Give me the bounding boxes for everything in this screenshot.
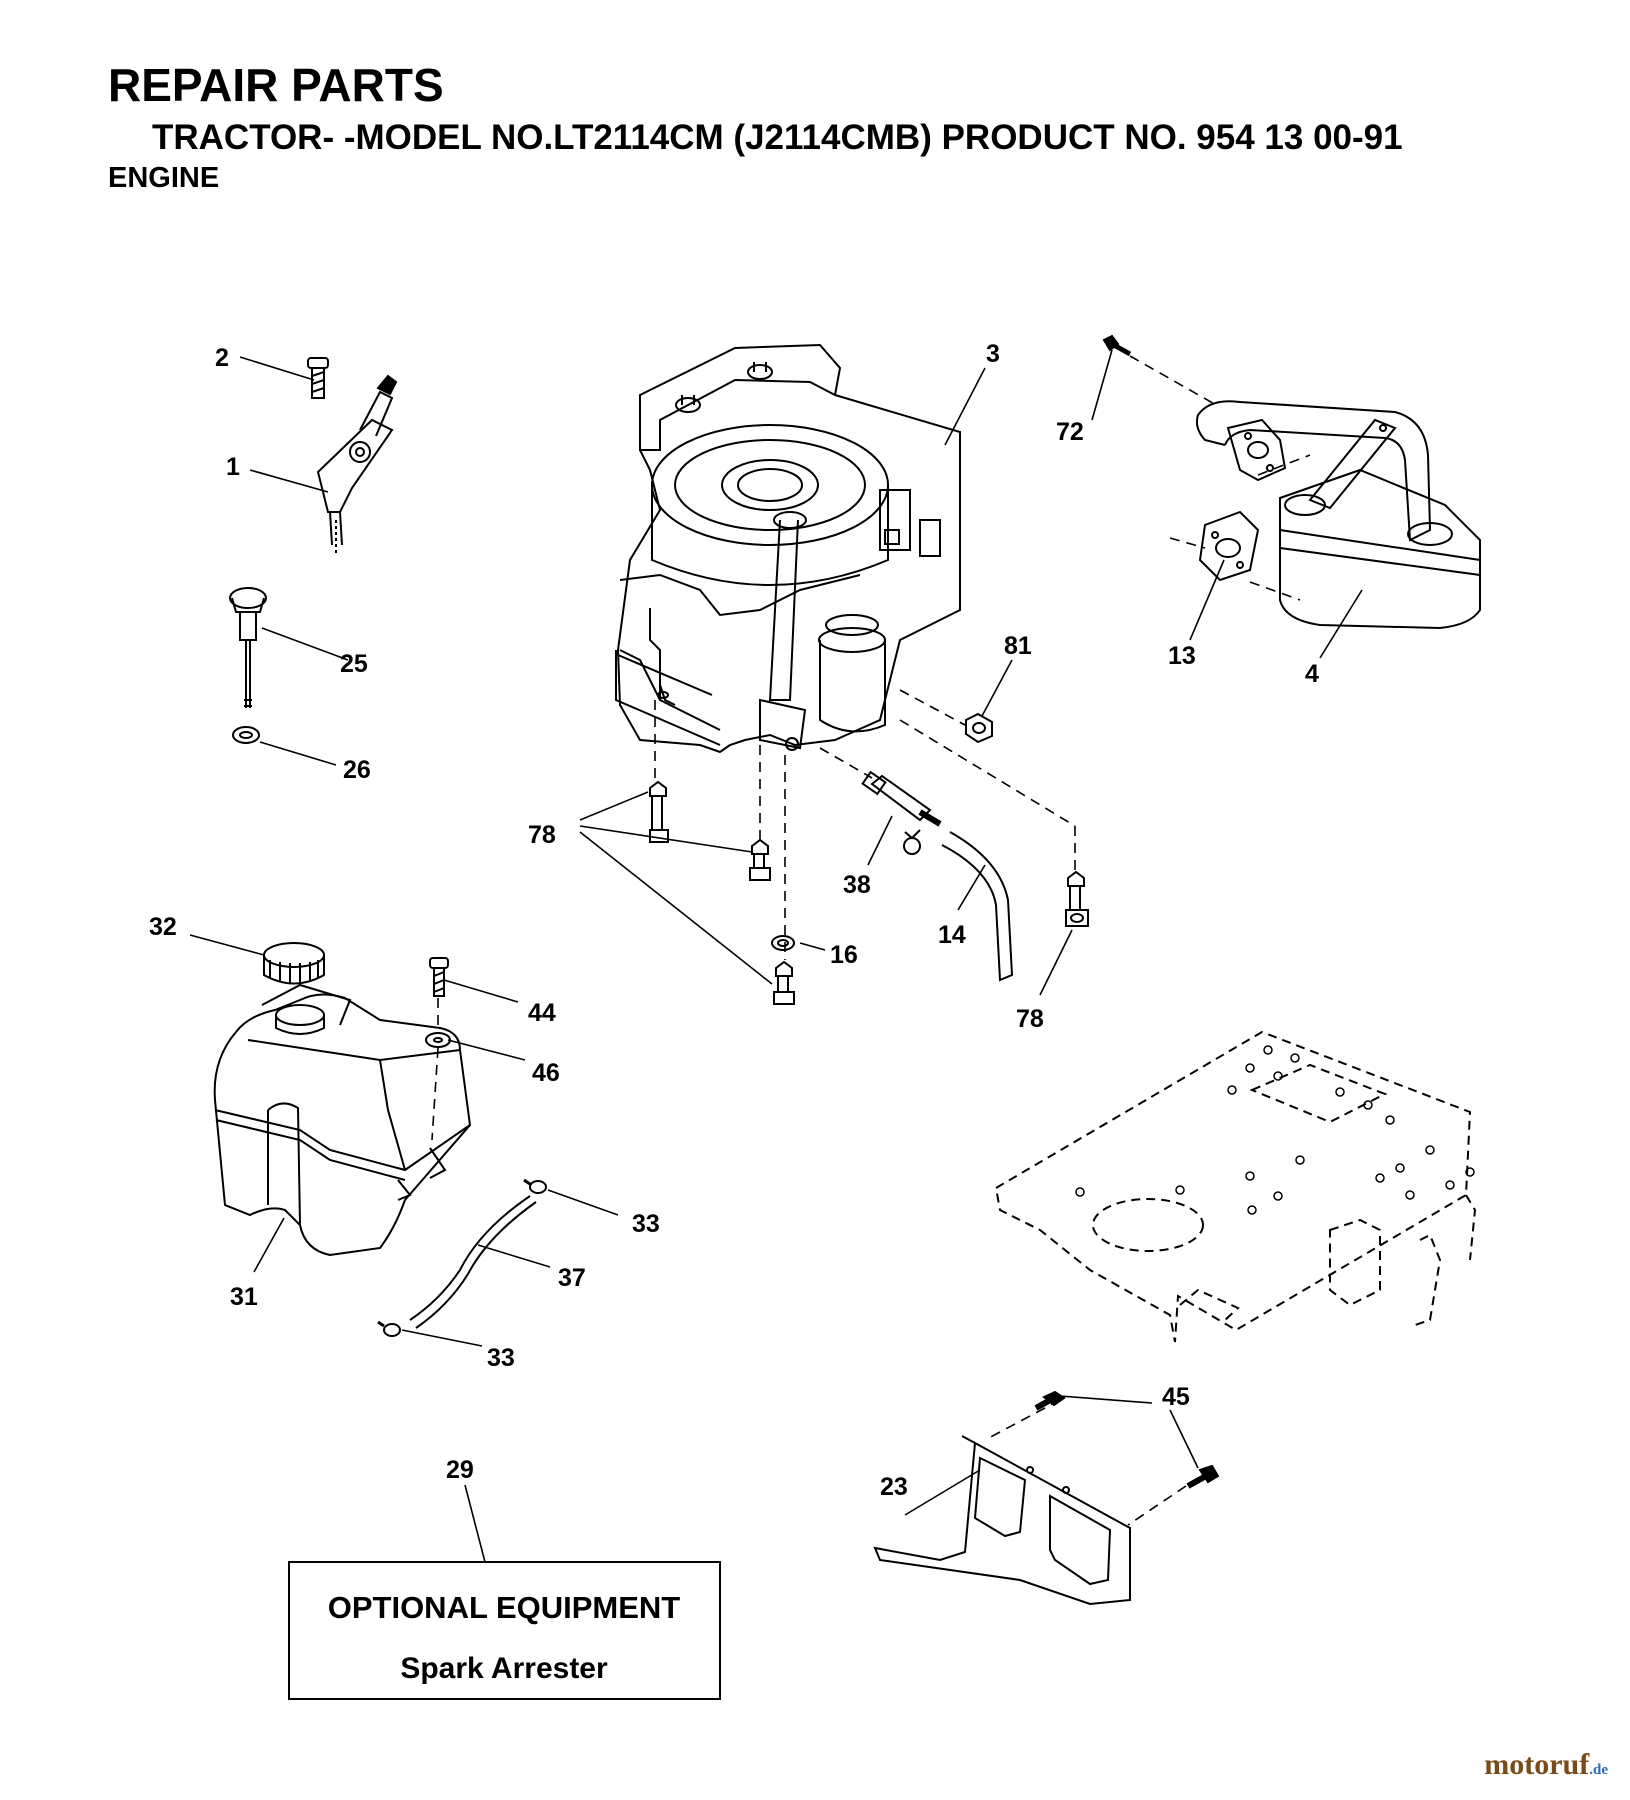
bolt-part: [773, 960, 795, 1005]
dipstick-part: [229, 587, 267, 708]
callout-14: 14: [938, 921, 966, 949]
callout-81: 81: [1004, 632, 1032, 660]
callout-1: 1: [226, 453, 240, 481]
watermark-suffix: .de: [1589, 1762, 1608, 1778]
callout-16: 16: [830, 941, 858, 969]
heat-shield-part: [873, 1435, 1131, 1606]
hose-clamp-part: [377, 1320, 401, 1337]
screw-part: [1034, 1390, 1066, 1411]
lock-washer-part: [771, 935, 795, 951]
nut-part: [965, 712, 993, 744]
fuel-hose-part: [941, 831, 1014, 982]
fuel-fitting-part: [861, 770, 942, 855]
frame-holes: [1075, 1045, 1475, 1215]
screw-part: [429, 957, 449, 997]
callout-31: 31: [230, 1283, 258, 1311]
callout-72: 72: [1056, 418, 1084, 446]
watermark-brand: motoruf: [1484, 1748, 1590, 1781]
watermark-logo: motoruf.de: [1484, 1748, 1608, 1782]
callout-3: 3: [986, 340, 1000, 368]
callout-2: 2: [215, 344, 229, 372]
callout-23: 23: [880, 1473, 908, 1501]
section-label: ENGINE: [108, 162, 220, 194]
muffler-assembly: [1102, 334, 1481, 630]
callout-25: 25: [340, 650, 368, 678]
optional-equipment-item: Spark Arrester: [400, 1652, 608, 1685]
page-subtitle: TRACTOR- -MODEL NO.LT2114CM (J2114CMB) P…: [152, 118, 1403, 157]
callout-44: 44: [528, 999, 556, 1027]
assembly-lines: [431, 355, 1311, 1526]
callout-33: 33: [632, 1210, 660, 1238]
callout-78: 78: [528, 821, 556, 849]
hose-clamp-part: [523, 1178, 547, 1194]
washer-part: [425, 1032, 451, 1048]
callout-labels: 2 1 25 26 3 72 13 4 81 78 38 14 16 78 32…: [149, 340, 1319, 1501]
fuel-cap-part: [263, 942, 325, 985]
callout-33: 33: [487, 1344, 515, 1372]
page-title: REPAIR PARTS: [108, 59, 444, 111]
leader-lines: [189, 349, 1363, 1563]
callout-26: 26: [343, 756, 371, 784]
throttle-control-part: [316, 374, 398, 555]
screw-part: [1186, 1464, 1220, 1489]
callout-29: 29: [446, 1456, 474, 1484]
seal-part: [232, 726, 260, 744]
callout-38: 38: [843, 871, 871, 899]
callout-46: 46: [532, 1059, 560, 1087]
callout-45: 45: [1162, 1383, 1190, 1411]
fuel-line-part: [409, 1195, 537, 1329]
fuel-tank-part: [213, 983, 472, 1257]
callout-13: 13: [1168, 642, 1196, 670]
callout-37: 37: [558, 1264, 586, 1292]
callout-4: 4: [1305, 660, 1319, 688]
bolt-part: [649, 780, 669, 843]
frame-outline: [994, 1030, 1477, 1343]
optional-equipment-box: [288, 1561, 721, 1700]
bolt-part: [749, 838, 771, 881]
engine-part: [615, 343, 961, 754]
callout-32: 32: [149, 913, 177, 941]
optional-equipment-heading: OPTIONAL EQUIPMENT: [328, 1590, 681, 1625]
screw-part: [307, 357, 329, 399]
callout-78: 78: [1016, 1005, 1044, 1033]
bolt-part: [1065, 870, 1089, 927]
